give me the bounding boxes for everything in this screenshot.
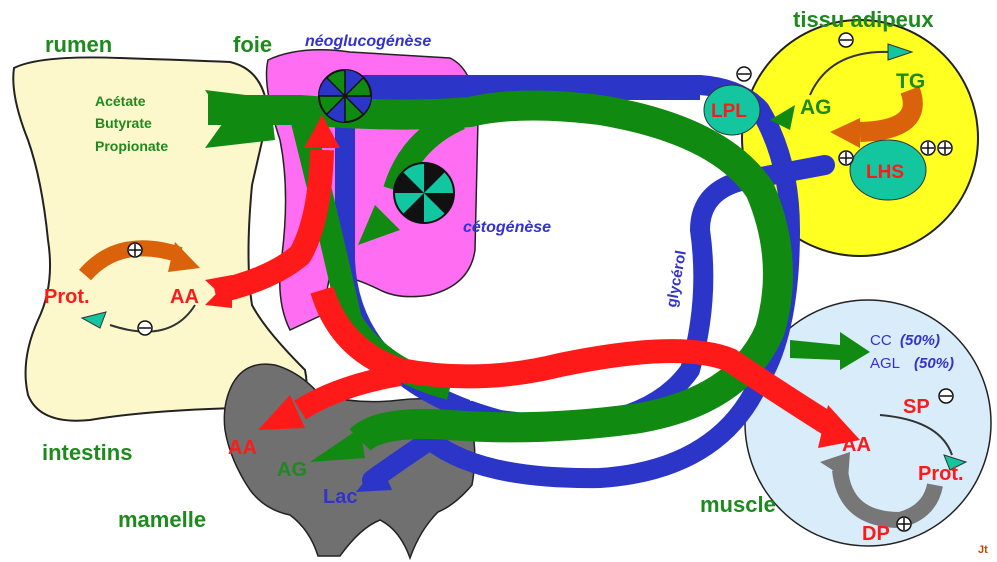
label-foie: foie [233, 32, 272, 57]
label-tissu-adipeux: tissu adipeux [793, 7, 934, 32]
neoglucogenese-hub-icon [319, 70, 371, 122]
label-glycerol: glycérol [663, 249, 690, 309]
minus-sign-adipose [839, 33, 853, 47]
adipose-ag: AG [800, 96, 832, 119]
muscle-agl-value: (50%) [914, 355, 954, 372]
rumen-product-0: Acétate [95, 93, 146, 109]
muscle-cc-label: CC [870, 332, 892, 349]
minus-sign-lpl [737, 67, 751, 81]
plus-sign-dp [897, 517, 911, 531]
mamelle-ag: AG [277, 459, 307, 481]
adipose-lhs: LHS [866, 162, 904, 183]
corner-mark: Jt [978, 544, 988, 556]
plus-sign-lhs-right-2 [938, 141, 952, 155]
plus-sign-lhs-right-1 [921, 141, 935, 155]
label-mamelle: mamelle [118, 507, 206, 532]
cetogenese-hub-icon [394, 163, 454, 223]
adipose-tg: TG [896, 70, 925, 93]
label-cetogenese: cétogénèse [463, 219, 551, 236]
minus-sign-intestin [138, 321, 152, 335]
label-muscle: muscle [700, 492, 776, 517]
rumen-product-2: Propionate [95, 138, 168, 154]
muscle-agl-label: AGL [870, 355, 900, 372]
mamelle-aa: AA [228, 437, 257, 459]
rumen-product-1: Butyrate [95, 115, 152, 131]
label-intestins: intestins [42, 440, 132, 465]
intestin-prot: Prot. [44, 286, 90, 308]
muscle-cc-value: (50%) [900, 332, 940, 349]
plus-sign-lhs-left [839, 151, 853, 165]
adipose-lpl: LPL [711, 101, 747, 122]
muscle-dp: DP [862, 523, 890, 545]
label-alanine-glutamine: Alanine glutamine [470, 388, 589, 405]
mamelle-lac: Lac [323, 486, 357, 508]
muscle-prot: Prot. [918, 463, 964, 485]
intestin-aa: AA [170, 286, 199, 308]
plus-sign-intestin [128, 243, 142, 257]
muscle-aa: AA [842, 434, 871, 456]
label-rumen: rumen [45, 32, 112, 57]
muscle-sp: SP [903, 396, 930, 418]
label-neoglucogenese: néoglucogénèse [305, 33, 431, 50]
minus-sign-sp [939, 389, 953, 403]
